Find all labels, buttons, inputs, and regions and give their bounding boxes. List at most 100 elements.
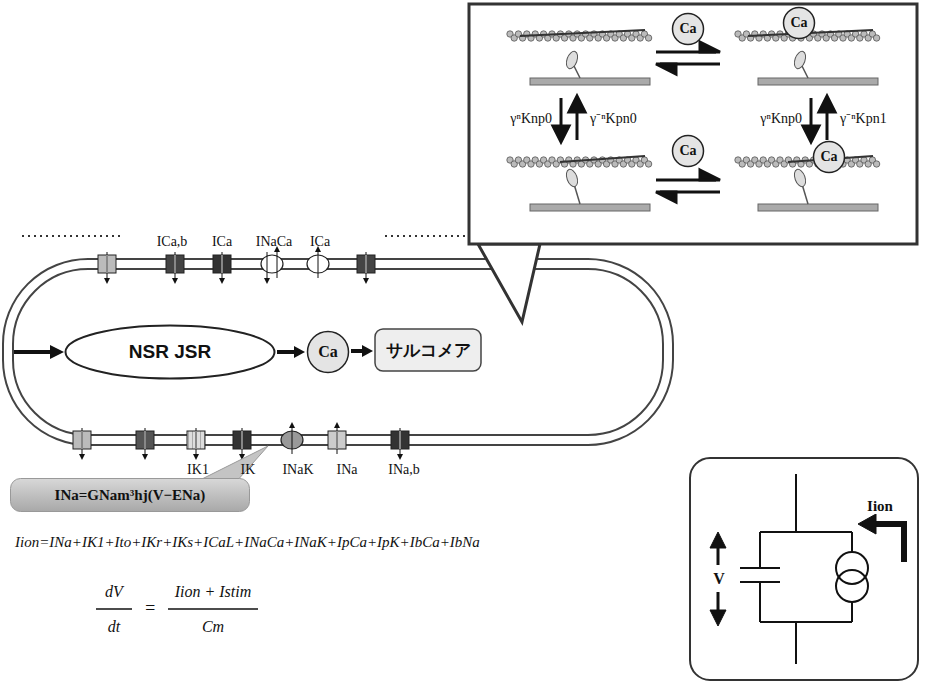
node-text: サルコメア — [386, 339, 471, 362]
drawing-stroke — [222, 252, 223, 282]
drawing-stroke — [175, 252, 176, 282]
current-label: INaCa — [256, 234, 293, 249]
node-text: Ca — [820, 149, 837, 165]
arrow-head — [294, 346, 305, 358]
circle-outline — [673, 136, 704, 167]
drawing-stroke — [277, 248, 278, 278]
current-label: ICa — [212, 234, 232, 249]
drawing-stroke — [792, 168, 808, 188]
box-outline — [375, 329, 481, 371]
dotted-line — [22, 235, 122, 237]
drawing-stroke — [289, 422, 295, 428]
rate-label: γ⁻ⁿKpn0 — [590, 111, 637, 126]
drawing-stroke — [560, 156, 645, 162]
equation-text: Cm — [202, 618, 224, 636]
current-label: IK — [241, 462, 256, 477]
drawing-stroke — [564, 168, 580, 188]
fraction-bar — [96, 608, 132, 610]
current-label: INa,b — [388, 462, 420, 477]
drawing-stroke — [792, 50, 808, 70]
drawing-stroke — [104, 278, 110, 284]
circle-outline — [673, 14, 704, 45]
node-text: Ca — [679, 21, 696, 37]
drawing-stroke — [530, 78, 650, 85]
drawing-stroke — [645, 35, 651, 41]
calcium-ion: Ca — [306, 330, 350, 374]
drawing-stroke — [758, 78, 878, 85]
cell-membrane — [8, 264, 668, 440]
drawing-stroke — [397, 454, 403, 460]
drawing-stroke — [172, 278, 178, 284]
circuit-label: Iion — [867, 498, 893, 515]
drawing-stroke — [318, 248, 319, 278]
drawing-stroke — [145, 428, 146, 458]
bubble-outline — [11, 479, 250, 512]
arrow-head — [362, 345, 373, 357]
circuit-arrows — [710, 514, 904, 626]
drawing-stroke — [334, 422, 340, 428]
circuit-box — [690, 458, 918, 680]
drawing-stroke — [264, 278, 270, 284]
drawing-stroke — [574, 66, 580, 78]
arrow-head — [50, 345, 64, 359]
flow-arrow — [351, 345, 373, 357]
drawing-stroke — [193, 454, 199, 460]
drawing-stroke — [645, 161, 651, 167]
equation-text: dV — [105, 583, 123, 601]
node-text: Ca — [790, 15, 807, 31]
drawing-stroke — [873, 35, 879, 41]
circuit-wires — [740, 474, 868, 664]
drawing-stroke — [758, 204, 878, 211]
drawing-stroke — [219, 278, 225, 284]
calcium-ion: Ca — [671, 12, 705, 46]
drawing-stroke — [267, 252, 268, 282]
calcium-ion: Ca — [782, 6, 816, 40]
drawing-stroke — [261, 255, 283, 273]
node-text: NSR JSR — [129, 341, 211, 363]
callout-pointer — [478, 244, 540, 322]
dotted-line — [385, 235, 470, 237]
fraction-bar — [168, 608, 258, 610]
sarcomere-box: サルコメア — [374, 328, 482, 372]
drawing-stroke — [520, 30, 645, 36]
circle-outline — [308, 332, 349, 373]
equation-bubble: INa=GNam³hj(V−ENa) — [10, 478, 250, 512]
calcium-ion: Ca — [812, 140, 846, 174]
callout-box — [469, 4, 917, 244]
drawing-stroke — [196, 428, 197, 458]
reaction-arrows — [553, 42, 835, 202]
cell-membrane-inner — [8, 264, 668, 440]
equation-text: dt — [108, 618, 120, 636]
equation-text: = — [144, 599, 156, 619]
drawing-stroke — [873, 161, 879, 167]
drawing-stroke — [82, 428, 83, 458]
drawing-stroke — [277, 350, 296, 354]
circle-outline — [784, 8, 815, 39]
equation-text: Iion=INa+IK1+Ito+IKr+IKs+ICaL+INaCa+INaK… — [15, 534, 480, 551]
node-text: Ca — [318, 343, 338, 361]
calcium-ion: Ca — [671, 134, 705, 168]
current-label: ICa — [310, 234, 330, 249]
sarcomere-illustrations — [507, 30, 880, 211]
drawing-stroke — [337, 424, 338, 454]
drawing-stroke — [107, 252, 108, 282]
current-label: ICa,b — [157, 234, 188, 249]
rate-label: γⁿKnp0 — [510, 111, 552, 126]
circuit-label: V — [713, 570, 725, 588]
drawing-stroke — [366, 252, 367, 282]
drawing-stroke — [292, 424, 293, 454]
circle-outline — [814, 142, 845, 173]
drawing-stroke — [363, 278, 369, 284]
drawing-stroke — [564, 50, 580, 70]
drawing-stroke — [79, 454, 85, 460]
drawing-stroke — [242, 428, 243, 458]
drawing-stroke — [802, 66, 808, 78]
node-text: Ca — [679, 143, 696, 159]
sr-ellipse: NSR JSR — [64, 324, 276, 380]
rate-label: γ⁻ⁿKpn1 — [840, 111, 887, 126]
equation-text: Iion + Istim — [175, 583, 252, 601]
current-label: INa — [337, 462, 358, 477]
drawing-stroke — [530, 204, 650, 211]
rate-label: γⁿKnp0 — [760, 111, 802, 126]
